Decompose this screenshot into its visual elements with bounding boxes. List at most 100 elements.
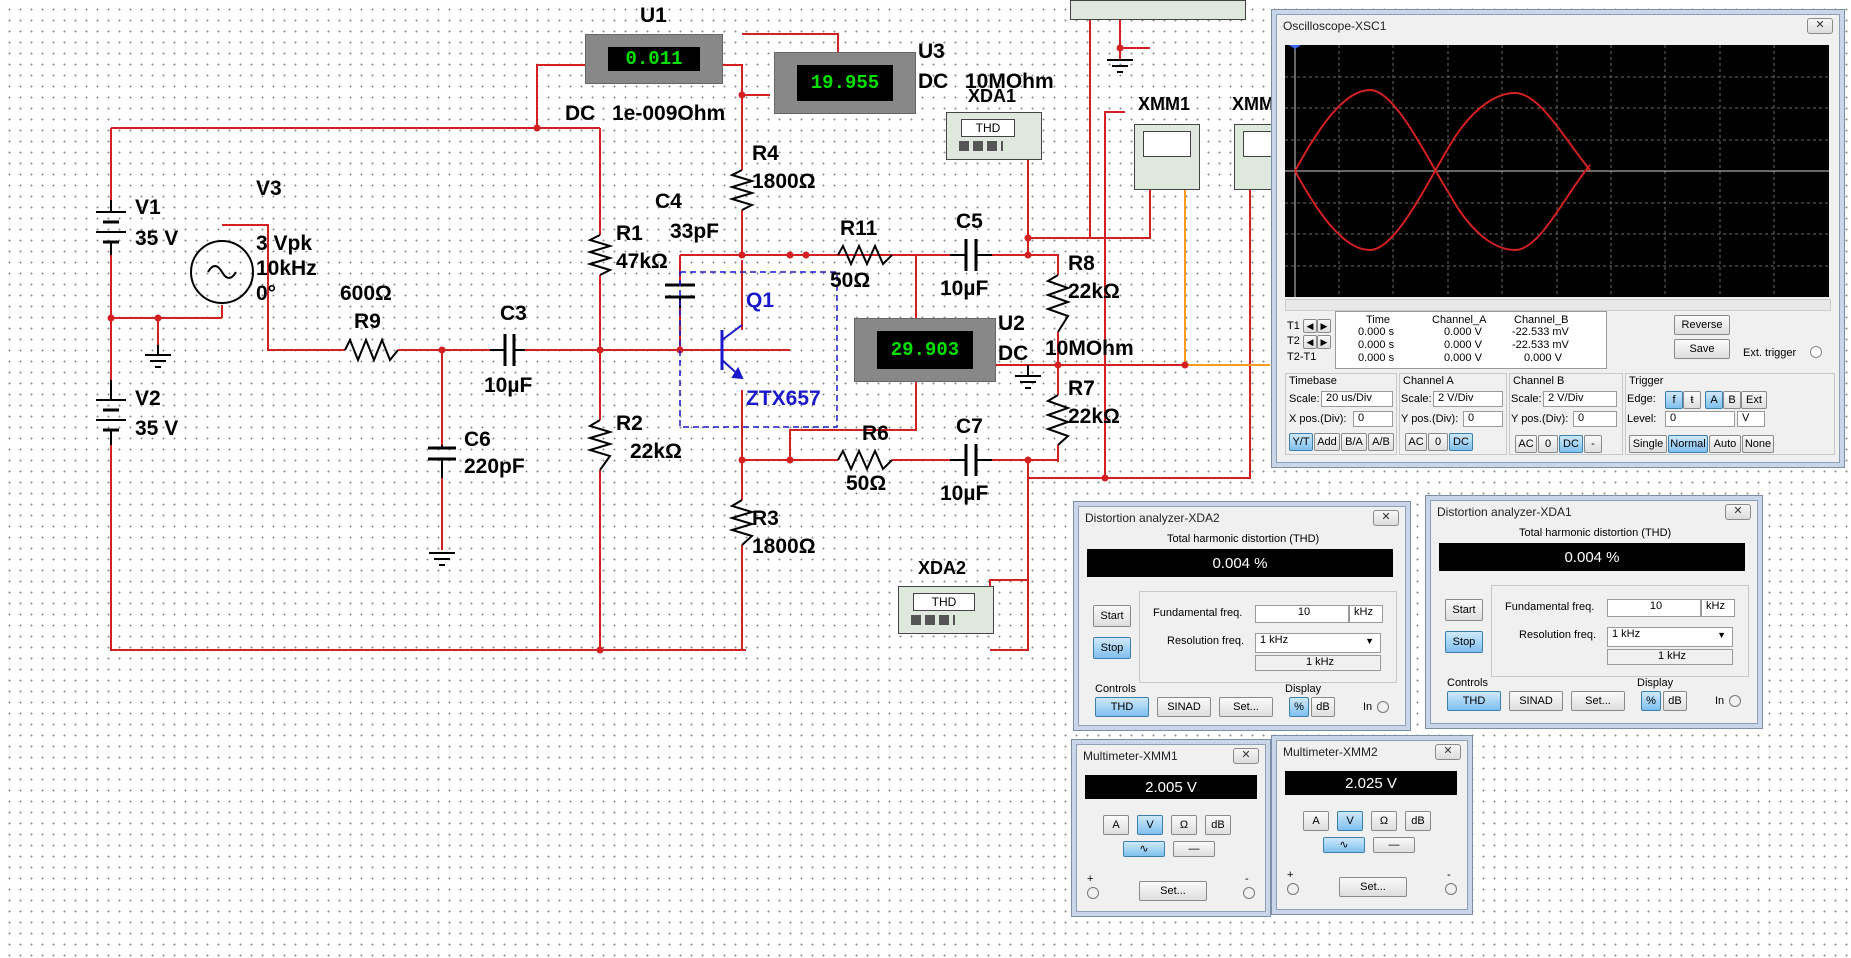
xsc1-instrument-partial[interactable] xyxy=(1070,0,1246,20)
channel-b-0-button[interactable]: 0 xyxy=(1538,435,1558,453)
xmm2-ac-sine-icon[interactable]: ∿ xyxy=(1323,837,1365,853)
xmm1-ac-sine-icon[interactable]: ∿ xyxy=(1123,841,1165,857)
t2-right-arrow-icon[interactable]: ▶ xyxy=(1317,335,1331,349)
xda2-stop-button[interactable]: Stop xyxy=(1093,637,1131,659)
xmm2-dc-line-icon[interactable]: — xyxy=(1373,837,1415,853)
distortion-analyzer-xda1[interactable]: Distortion analyzer-XDA1 ✕ Total harmoni… xyxy=(1430,500,1758,724)
reverse-button[interactable]: Reverse xyxy=(1674,315,1730,335)
ext-trigger-radio[interactable] xyxy=(1810,346,1822,358)
transistor-q1[interactable] xyxy=(679,271,838,428)
t1-right-arrow-icon[interactable]: ▶ xyxy=(1317,319,1331,333)
trigger-level-unit[interactable]: V xyxy=(1737,411,1765,427)
xmm2-instrument[interactable] xyxy=(1234,124,1275,190)
channel-a-0-button[interactable]: 0 xyxy=(1428,433,1448,451)
xda2-fund-field[interactable]: 10 xyxy=(1255,605,1349,623)
channel-a-dc-button[interactable]: DC xyxy=(1449,433,1473,451)
ab-button[interactable]: A/B xyxy=(1368,433,1394,451)
xda2-start-button[interactable]: Start xyxy=(1093,605,1131,627)
t2-a: 0.000 V xyxy=(1444,339,1482,351)
u1-display: 0.011 xyxy=(608,47,700,71)
xmm2-titlebar[interactable]: Multimeter-XMM2 ✕ xyxy=(1277,741,1467,763)
channel-a-scale-field[interactable]: 2 V/Div xyxy=(1433,391,1503,407)
xda1-titlebar[interactable]: Distortion analyzer-XDA1 ✕ xyxy=(1431,501,1757,523)
voltmeter-u2[interactable]: 29.903 xyxy=(854,318,996,382)
xda1-sinad-button[interactable]: SINAD xyxy=(1509,691,1563,711)
xda2-thd-button[interactable]: THD xyxy=(1095,697,1149,717)
trigger-level-field[interactable]: 0 xyxy=(1665,411,1735,427)
xda2-sinad-button[interactable]: SINAD xyxy=(1157,697,1211,717)
xda1-instrument[interactable]: THD xyxy=(946,112,1042,160)
xmm2-set-button[interactable]: Set... xyxy=(1339,877,1407,897)
xmm1-titlebar[interactable]: Multimeter-XMM1 ✕ xyxy=(1077,745,1265,767)
oscilloscope-titlebar[interactable]: Oscilloscope-XSC1 ✕ xyxy=(1277,15,1839,37)
close-button[interactable]: ✕ xyxy=(1807,18,1833,34)
channel-b-scale-field[interactable]: 2 V/Div xyxy=(1543,391,1617,407)
xmm1-dc-line-icon[interactable]: — xyxy=(1173,841,1215,857)
channel-b-dc-button[interactable]: DC xyxy=(1559,435,1583,453)
xda1-res-select[interactable]: 1 kHz ▼ xyxy=(1607,627,1733,647)
xda1-stop-button[interactable]: Stop xyxy=(1445,631,1483,653)
c6-name: C6 xyxy=(464,428,491,451)
channel-b-ac-button[interactable]: AC xyxy=(1515,435,1537,453)
xda2-res-select[interactable]: 1 kHz ▼ xyxy=(1255,633,1381,653)
close-button[interactable]: ✕ xyxy=(1725,504,1751,520)
xmm2-ohm-button[interactable]: Ω xyxy=(1371,811,1397,831)
edge-falling-button[interactable]: ŧ xyxy=(1683,391,1701,409)
close-button[interactable]: ✕ xyxy=(1435,744,1461,760)
xmm2-ampere-button[interactable]: A xyxy=(1303,811,1329,831)
xda1-db-button[interactable]: dB xyxy=(1663,691,1687,711)
distortion-analyzer-xda2[interactable]: Distortion analyzer-XDA2 ✕ Total harmoni… xyxy=(1078,506,1406,726)
xmm1-ampere-button[interactable]: A xyxy=(1103,815,1129,835)
xda2-set-button[interactable]: Set... xyxy=(1219,697,1273,717)
multimeter-xmm1[interactable]: Multimeter-XMM1 ✕ 2.005 V A V Ω dB ∿ — +… xyxy=(1076,744,1266,912)
trigger-auto-button[interactable]: Auto xyxy=(1709,435,1741,453)
close-button[interactable]: ✕ xyxy=(1233,748,1259,764)
multimeter-xmm2[interactable]: Multimeter-XMM2 ✕ 2.025 V A V Ω dB ∿ — +… xyxy=(1276,740,1468,910)
xda1-start-button[interactable]: Start xyxy=(1445,599,1483,621)
xmm2-db-button[interactable]: dB xyxy=(1405,811,1431,831)
xda1-fund-field[interactable]: 10 xyxy=(1607,599,1701,617)
voltmeter-u3[interactable]: 19.955 xyxy=(774,52,916,114)
xda1-thd-button[interactable]: THD xyxy=(1447,691,1501,711)
trigger-single-button[interactable]: Single xyxy=(1629,435,1667,453)
xmm1-set-button[interactable]: Set... xyxy=(1139,881,1207,901)
xda2-instrument[interactable]: THD xyxy=(898,586,994,634)
trigger-normal-button[interactable]: Normal xyxy=(1668,435,1708,453)
close-button[interactable]: ✕ xyxy=(1373,510,1399,526)
trigger-ext-button[interactable]: Ext xyxy=(1741,391,1767,409)
xda2-percent-button[interactable]: % xyxy=(1289,697,1309,717)
scope-scrollbar[interactable] xyxy=(1285,299,1831,311)
voltmeter-u1[interactable]: 0.011 xyxy=(585,34,723,84)
xmm1-ohm-button[interactable]: Ω xyxy=(1171,815,1197,835)
xmm1-instrument[interactable] xyxy=(1134,124,1200,190)
timebase-scale-field[interactable]: 20 us/Div xyxy=(1321,391,1393,407)
xpos-field[interactable]: 0 xyxy=(1353,411,1393,427)
trigger-b-button[interactable]: B xyxy=(1723,391,1741,409)
xmm1-db-button[interactable]: dB xyxy=(1205,815,1231,835)
channel-b-invert-button[interactable]: - xyxy=(1584,435,1602,453)
t2-left-arrow-icon[interactable]: ◀ xyxy=(1303,335,1317,349)
xda2-titlebar[interactable]: Distortion analyzer-XDA2 ✕ xyxy=(1079,507,1405,529)
edge-rising-button[interactable]: f xyxy=(1665,391,1683,409)
yt-button[interactable]: Y/T xyxy=(1289,433,1313,451)
trigger-a-button[interactable]: A xyxy=(1705,391,1723,409)
ba-button[interactable]: B/A xyxy=(1341,433,1367,451)
xda1-percent-button[interactable]: % xyxy=(1641,691,1661,711)
xda2-db-button[interactable]: dB xyxy=(1311,697,1335,717)
xmm2-volt-button[interactable]: V xyxy=(1337,811,1363,831)
channel-b-ypos-field[interactable]: 0 xyxy=(1573,411,1617,427)
t1-left-arrow-icon[interactable]: ◀ xyxy=(1303,319,1317,333)
oscilloscope-window[interactable]: Oscilloscope-XSC1 ✕ T1 T2 T2-T1 ◀ ▶ ◀ ▶ … xyxy=(1276,14,1840,463)
xda1-fund-unit[interactable]: kHz xyxy=(1701,599,1735,617)
channel-a-ac-button[interactable]: AC xyxy=(1405,433,1427,451)
xda2-fund-unit[interactable]: kHz xyxy=(1349,605,1383,623)
scope-screen[interactable] xyxy=(1285,45,1829,297)
v3-freq: 10kHz xyxy=(256,257,317,280)
add-button[interactable]: Add xyxy=(1314,433,1340,451)
xmm1-volt-button[interactable]: V xyxy=(1137,815,1163,835)
trigger-none-button[interactable]: None xyxy=(1742,435,1774,453)
channel-a-ypos-field[interactable]: 0 xyxy=(1463,411,1503,427)
trigger-group xyxy=(1625,373,1835,455)
xda1-set-button[interactable]: Set... xyxy=(1571,691,1625,711)
save-button[interactable]: Save xyxy=(1674,339,1730,359)
